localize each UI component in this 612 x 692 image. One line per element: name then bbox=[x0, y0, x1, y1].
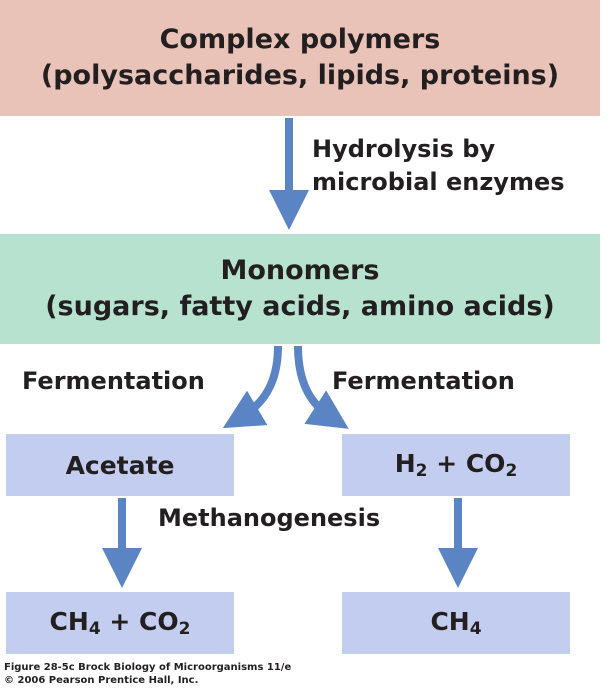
caption-line2: © 2006 Pearson Prentice Hall, Inc. bbox=[4, 675, 199, 686]
caption-line1: Figure 28-5c Brock Biology of Microorgan… bbox=[4, 662, 292, 673]
acetate-box: Acetate bbox=[6, 434, 234, 496]
ch4-box: CH4 bbox=[342, 592, 570, 654]
monomers-box: Monomers (sugars, fatty acids, amino aci… bbox=[0, 234, 600, 344]
monomers-title: Monomers bbox=[220, 255, 380, 286]
fermentation-right-label: Fermentation bbox=[332, 367, 515, 395]
acetate-label: Acetate bbox=[65, 450, 175, 480]
complex-polymers-title: Complex polymers bbox=[159, 24, 441, 55]
ch4-co2-box: CH4 + CO2 bbox=[6, 592, 234, 654]
fermentation-left-label: Fermentation bbox=[22, 367, 205, 395]
hydrolysis-label: Hydrolysis by microbial enzymes bbox=[312, 133, 565, 199]
fermentation-right-arrow bbox=[294, 345, 349, 429]
monomers-examples: (sugars, fatty acids, amino acids) bbox=[45, 291, 555, 322]
complex-polymers-examples: (polysaccharides, lipids, proteins) bbox=[40, 60, 560, 91]
figure-caption: Figure 28-5c Brock Biology of Microorgan… bbox=[4, 661, 291, 687]
methanogenesis-label: Methanogenesis bbox=[158, 504, 381, 532]
h2-co2-formula: H2 + CO2 bbox=[394, 449, 518, 481]
h2-co2-box: H2 + CO2 bbox=[342, 434, 570, 496]
hydrolysis-label-line1: Hydrolysis by bbox=[312, 135, 496, 163]
hydrolysis-label-line2: microbial enzymes bbox=[312, 168, 565, 196]
complex-polymers-box: Complex polymers (polysaccharides, lipid… bbox=[0, 0, 600, 116]
ch4-formula: CH4 bbox=[430, 607, 482, 639]
fermentation-left-arrow bbox=[222, 345, 282, 429]
ch4-co2-formula: CH4 + CO2 bbox=[49, 607, 191, 639]
